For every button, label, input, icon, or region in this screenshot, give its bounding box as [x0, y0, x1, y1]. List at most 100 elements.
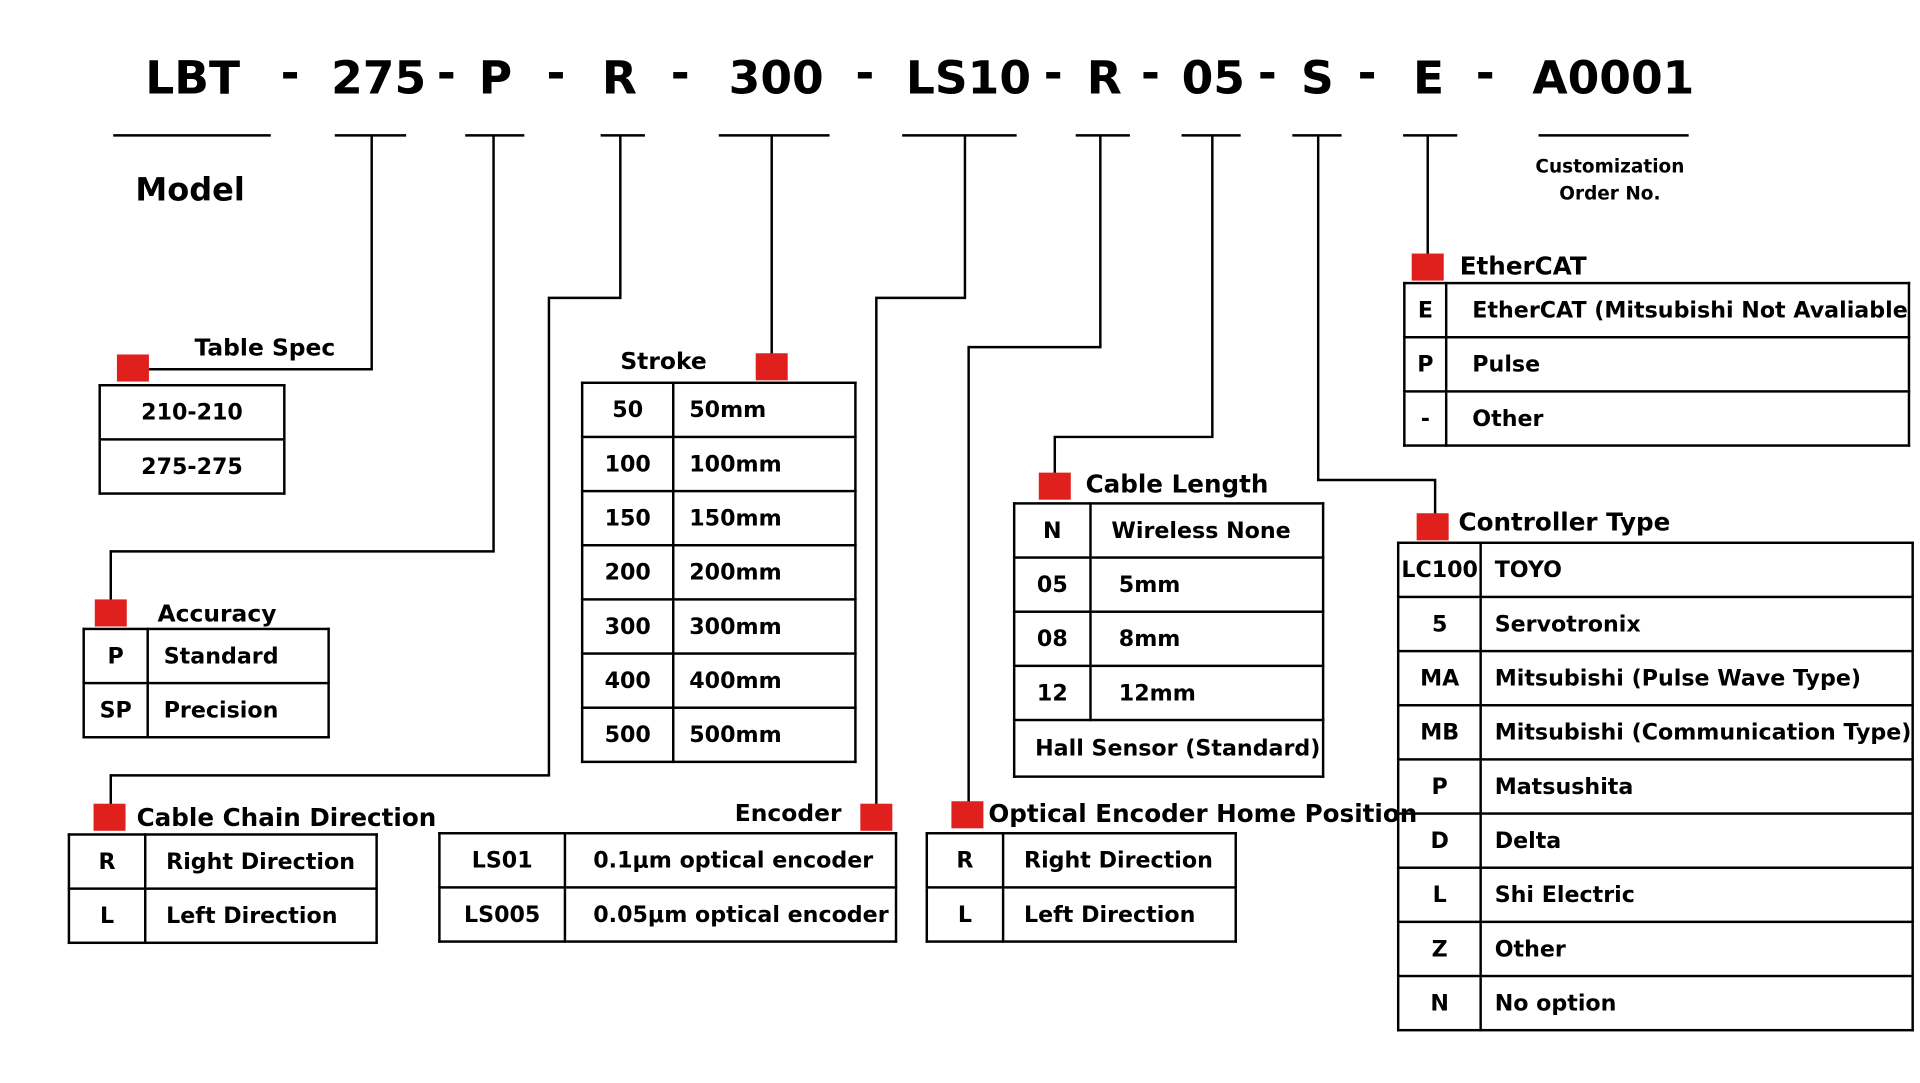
option-code: LS005	[438, 886, 567, 943]
table-spec-title: Table Spec	[194, 334, 336, 362]
option-code: N	[1012, 502, 1092, 559]
option-code: 12	[1012, 664, 1092, 722]
cable-length-title: Cable Length	[1085, 468, 1269, 499]
code-separator: -	[436, 46, 456, 100]
option-code: LS01	[438, 832, 567, 889]
marker-encoder	[860, 803, 893, 831]
connector-table-spec	[147, 135, 373, 371]
code-separator: -	[546, 46, 566, 100]
code-cable-length: 05	[1181, 51, 1245, 105]
option-code: L	[925, 886, 1005, 943]
option-desc: Right Direction	[144, 833, 378, 890]
option-desc: 300mm	[672, 598, 857, 655]
option-code: R	[925, 832, 1005, 889]
option-code: E	[1403, 281, 1448, 339]
option-desc: EtherCAT (Mitsubishi Not Avaliable	[1445, 281, 1911, 339]
option-code: 275-275	[98, 438, 286, 495]
option-desc: Standard	[146, 627, 330, 685]
option-desc: 0.1μm optical encoder	[563, 832, 898, 889]
connector-accuracy	[109, 135, 495, 604]
option-desc: Mitsubishi (Communication Type)	[1479, 704, 1914, 761]
option-desc: Precision	[146, 681, 330, 739]
option-code: 210-210	[98, 384, 286, 441]
cable-length-footer: Hall Sensor (Standard)	[1012, 718, 1325, 778]
option-code: MB	[1396, 704, 1483, 761]
code-separator: -	[855, 46, 875, 100]
code-cable-chain: R	[601, 51, 637, 105]
code-separator: -	[1140, 46, 1160, 100]
option-desc: 400mm	[672, 652, 857, 709]
connector-encoder	[875, 135, 967, 808]
option-desc: TOYO	[1479, 541, 1914, 599]
customization-label-line2: Order No.	[1559, 182, 1661, 205]
option-code: 5	[1396, 595, 1483, 653]
option-desc: 12mm	[1089, 664, 1325, 722]
option-code: L	[1396, 866, 1483, 924]
option-code: Z	[1396, 920, 1483, 978]
connector-cable-length	[1053, 135, 1214, 478]
option-code: MA	[1396, 649, 1483, 707]
code-accuracy: P	[478, 51, 513, 105]
option-code: 200	[580, 544, 675, 601]
marker-cable-length	[1038, 472, 1071, 500]
option-desc: Left Direction	[144, 887, 378, 945]
option-desc: 150mm	[672, 489, 857, 547]
option-desc: Wireless None	[1089, 502, 1325, 559]
option-code: 05	[1012, 556, 1092, 613]
table-spec-options: 210-210 275-275	[98, 384, 286, 495]
option-code: 50	[580, 381, 675, 439]
option-desc: 500mm	[672, 706, 857, 764]
option-desc: 0.05μm optical encoder	[563, 886, 898, 943]
option-code: 500	[580, 706, 675, 764]
customization-label: Customization Order No.	[1526, 153, 1693, 207]
option-desc: Right Direction	[1001, 832, 1237, 889]
code-separator: -	[1043, 46, 1063, 100]
connector-cable-chain	[109, 135, 622, 808]
option-code: L	[67, 887, 147, 945]
option-desc: Delta	[1479, 812, 1914, 869]
marker-ethercat	[1411, 253, 1444, 281]
code-table-spec: 275	[331, 51, 427, 105]
option-code: 08	[1012, 610, 1092, 668]
code-separator: -	[1357, 46, 1377, 100]
option-code: 300	[580, 598, 675, 655]
option-desc: Other	[1445, 390, 1911, 447]
marker-accuracy	[94, 599, 127, 627]
option-code: D	[1396, 812, 1483, 869]
option-desc: 8mm	[1089, 610, 1325, 668]
option-desc: 50mm	[672, 381, 857, 439]
option-desc: 100mm	[672, 435, 857, 493]
model-label: Model	[135, 172, 245, 210]
option-code: SP	[82, 681, 149, 739]
option-desc: Left Direction	[1001, 886, 1237, 943]
option-code: P	[1396, 758, 1483, 815]
option-desc: Servotronix	[1479, 595, 1914, 653]
code-customization: A0001	[1532, 51, 1695, 105]
stroke-title: Stroke	[620, 348, 707, 376]
option-desc: Shi Electric	[1479, 866, 1914, 924]
option-desc: Mitsubishi (Pulse Wave Type)	[1479, 649, 1914, 707]
code-separator: -	[670, 46, 690, 100]
option-desc: No option	[1479, 974, 1914, 1032]
option-desc: 200mm	[672, 544, 857, 601]
marker-home-position	[951, 801, 984, 829]
customization-label-line1: Customization	[1535, 155, 1685, 178]
code-separator: -	[280, 46, 300, 100]
option-desc: Other	[1479, 920, 1914, 978]
option-code: LC100	[1396, 541, 1483, 599]
option-code: P	[1403, 336, 1448, 393]
option-code: N	[1396, 974, 1483, 1032]
option-desc: 5mm	[1089, 556, 1325, 613]
code-home-position: R	[1086, 51, 1122, 105]
option-code: 400	[580, 652, 675, 709]
option-code: 100	[580, 435, 675, 493]
